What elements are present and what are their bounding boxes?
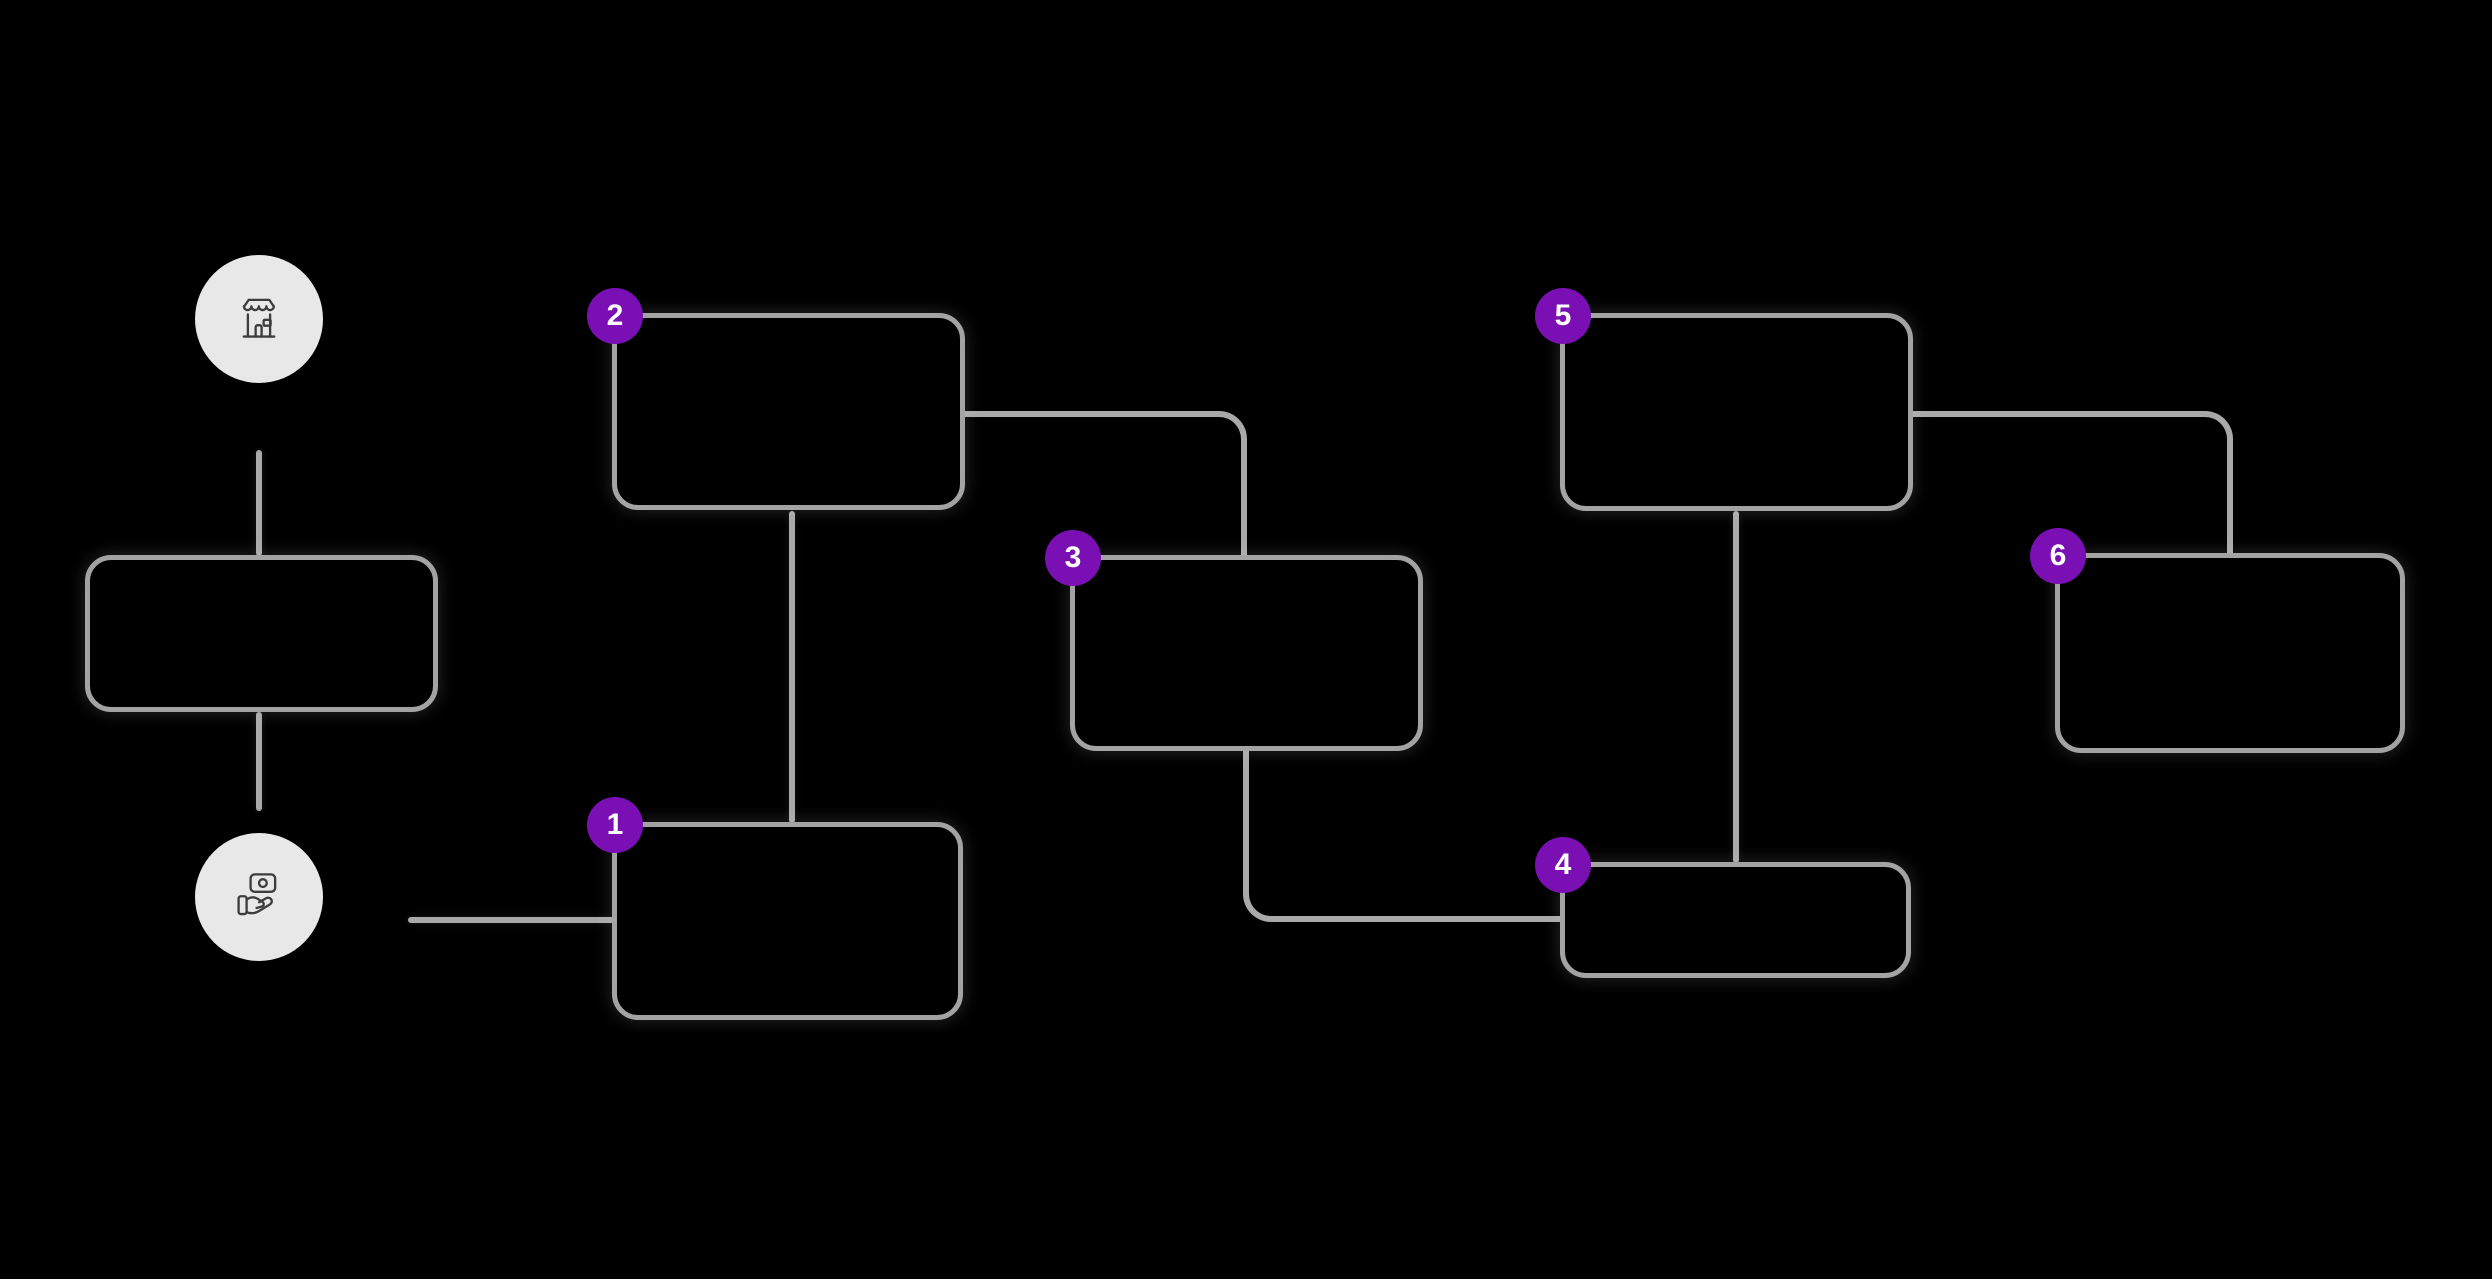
connector-money-to-box-1 <box>408 917 614 923</box>
connector-box-2-to-box-1 <box>789 511 795 823</box>
connector-store-to-box-a <box>256 450 262 556</box>
connector-box-3-to-box-4 <box>1243 750 1563 922</box>
step-badge-5: 5 <box>1535 288 1591 344</box>
flow-box-4[interactable]: 4 <box>1535 837 1911 978</box>
flow-box-5[interactable]: 5 <box>1535 288 1913 511</box>
payment-node[interactable] <box>195 833 323 961</box>
connector-box-5-to-box-6 <box>1913 411 2233 554</box>
connector-box-5-to-box-4 <box>1733 511 1739 863</box>
connector-box-2-to-box-3 <box>965 411 1247 556</box>
store-node[interactable] <box>195 255 323 383</box>
flow-box-1[interactable]: 1 <box>587 797 963 1020</box>
step-badge-2: 2 <box>587 288 643 344</box>
step-badge-1: 1 <box>587 797 643 853</box>
flow-box-2[interactable]: 2 <box>587 288 965 510</box>
connector-box-a-to-money <box>256 712 262 811</box>
flow-box-6[interactable]: 6 <box>2030 528 2405 753</box>
step-badge-3: 3 <box>1045 530 1101 586</box>
flow-box-3[interactable]: 3 <box>1045 530 1423 751</box>
hand-money-icon <box>237 873 277 916</box>
storefront-icon <box>242 298 276 338</box>
flow-box-unnumbered[interactable] <box>85 555 438 712</box>
step-badge-6: 6 <box>2030 528 2086 584</box>
step-badge-4: 4 <box>1535 837 1591 893</box>
